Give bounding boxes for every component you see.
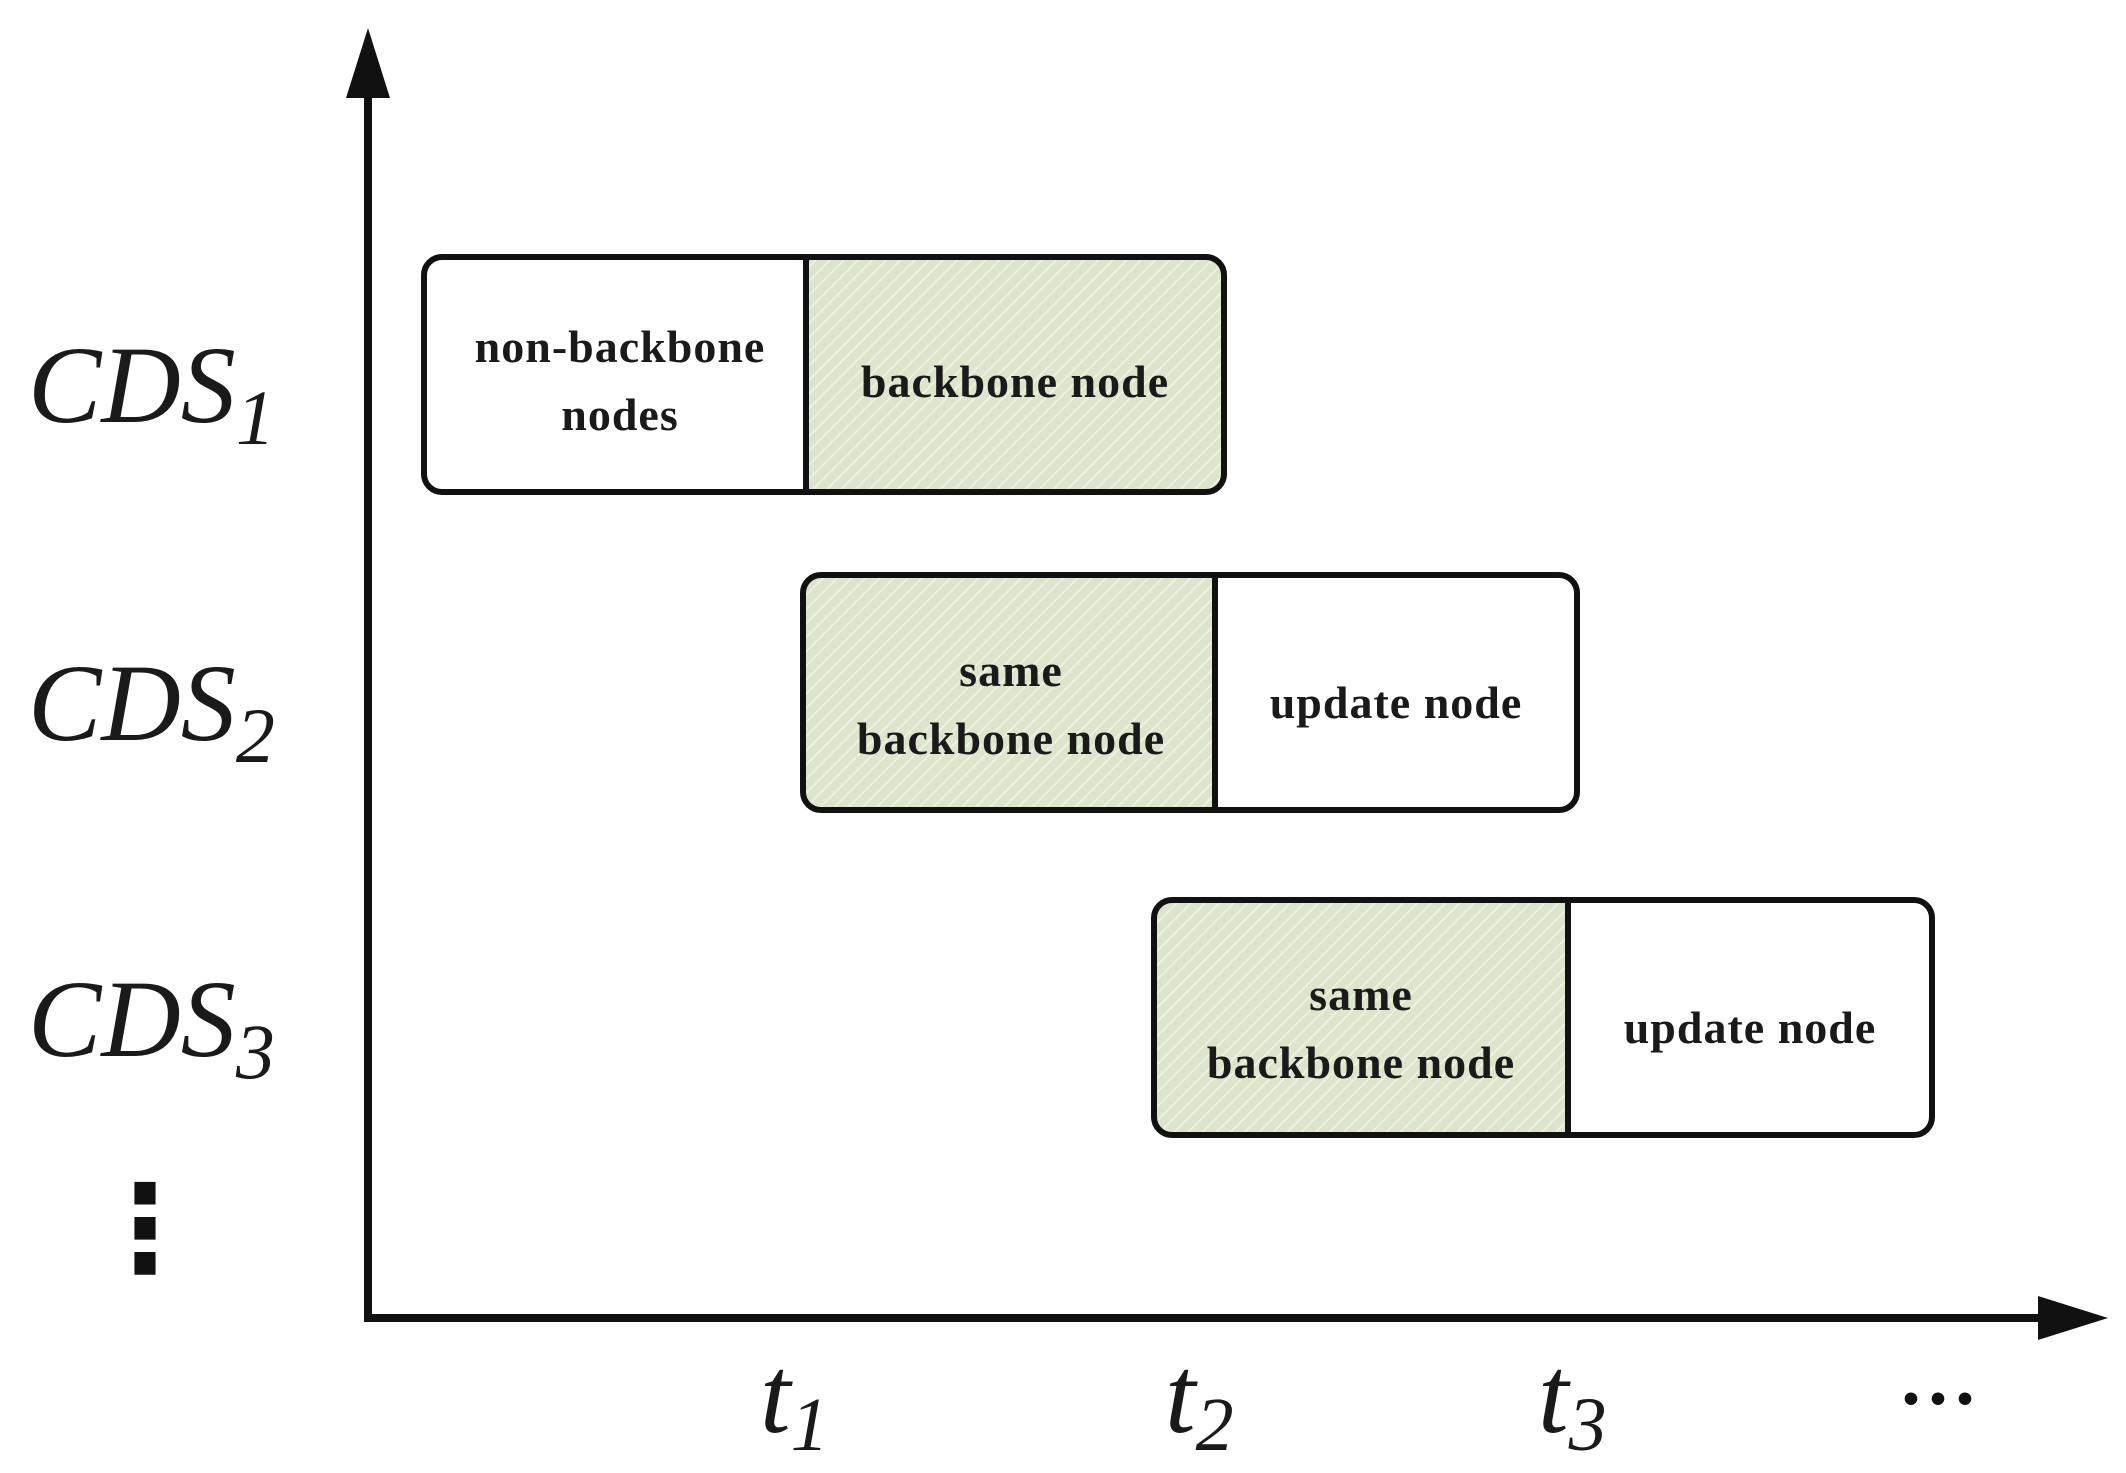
x-tick-t3: t3: [1538, 1334, 1607, 1467]
y-axis-arrowhead: [346, 28, 390, 98]
x-axis-arrowhead: [2038, 1296, 2108, 1340]
cds2-outline: [800, 572, 1580, 813]
x-continuation-dots: •••: [1899, 1380, 1980, 1421]
y-continuation-dots: ⋮: [85, 1160, 205, 1299]
cds2-segment-2-label: update node: [1270, 677, 1523, 728]
cds3-shaded-fill: [1154, 900, 1568, 1135]
row-labels: CDS1 CDS2 CDS3 ⋮: [28, 324, 275, 1299]
row-label-cds2: CDS2: [28, 642, 275, 779]
cds1-shaded-fill: [806, 257, 1224, 492]
row-label-cds3: CDS3: [28, 958, 275, 1095]
cds1-outline: [421, 254, 1227, 495]
x-tick-t1: t1: [760, 1334, 829, 1467]
axes: [346, 28, 2108, 1340]
cds2-shaded-fill: [803, 575, 1215, 810]
cds3-outline: [1151, 897, 1935, 1138]
row-label-cds1: CDS1: [28, 324, 275, 461]
x-tick-t2: t2: [1165, 1334, 1234, 1467]
cds3-segment-2-label: update node: [1624, 1002, 1877, 1053]
cds1-segment-2-label: backbone node: [861, 356, 1169, 407]
x-tick-labels: t1 t2 t3 •••: [760, 1334, 1980, 1467]
